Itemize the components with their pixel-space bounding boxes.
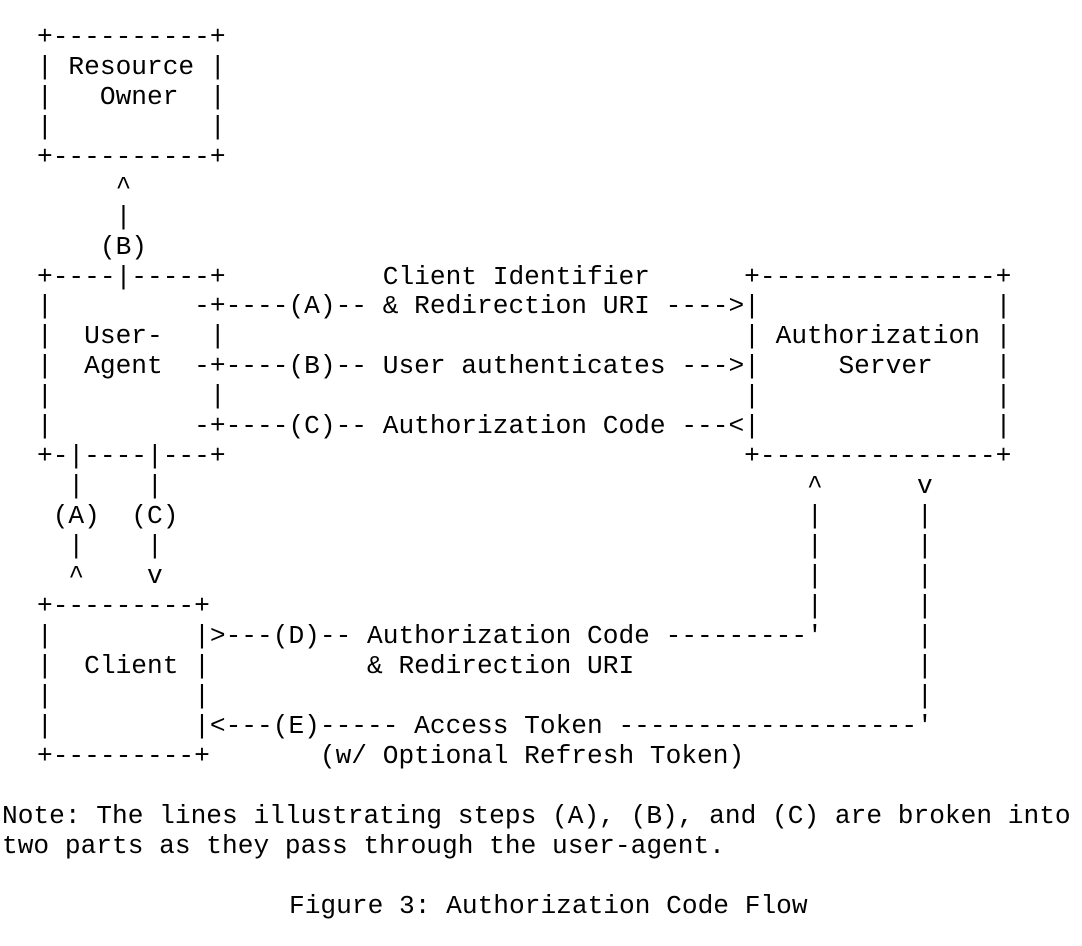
oauth-authorization-code-flow-ascii-diagram: +----------+ | Resource | | Owner | | | … — [37, 22, 1012, 771]
figure-note: Note: The lines illustrating steps (A), … — [2, 801, 1071, 861]
figure-caption: Figure 3: Authorization Code Flow — [289, 891, 808, 921]
